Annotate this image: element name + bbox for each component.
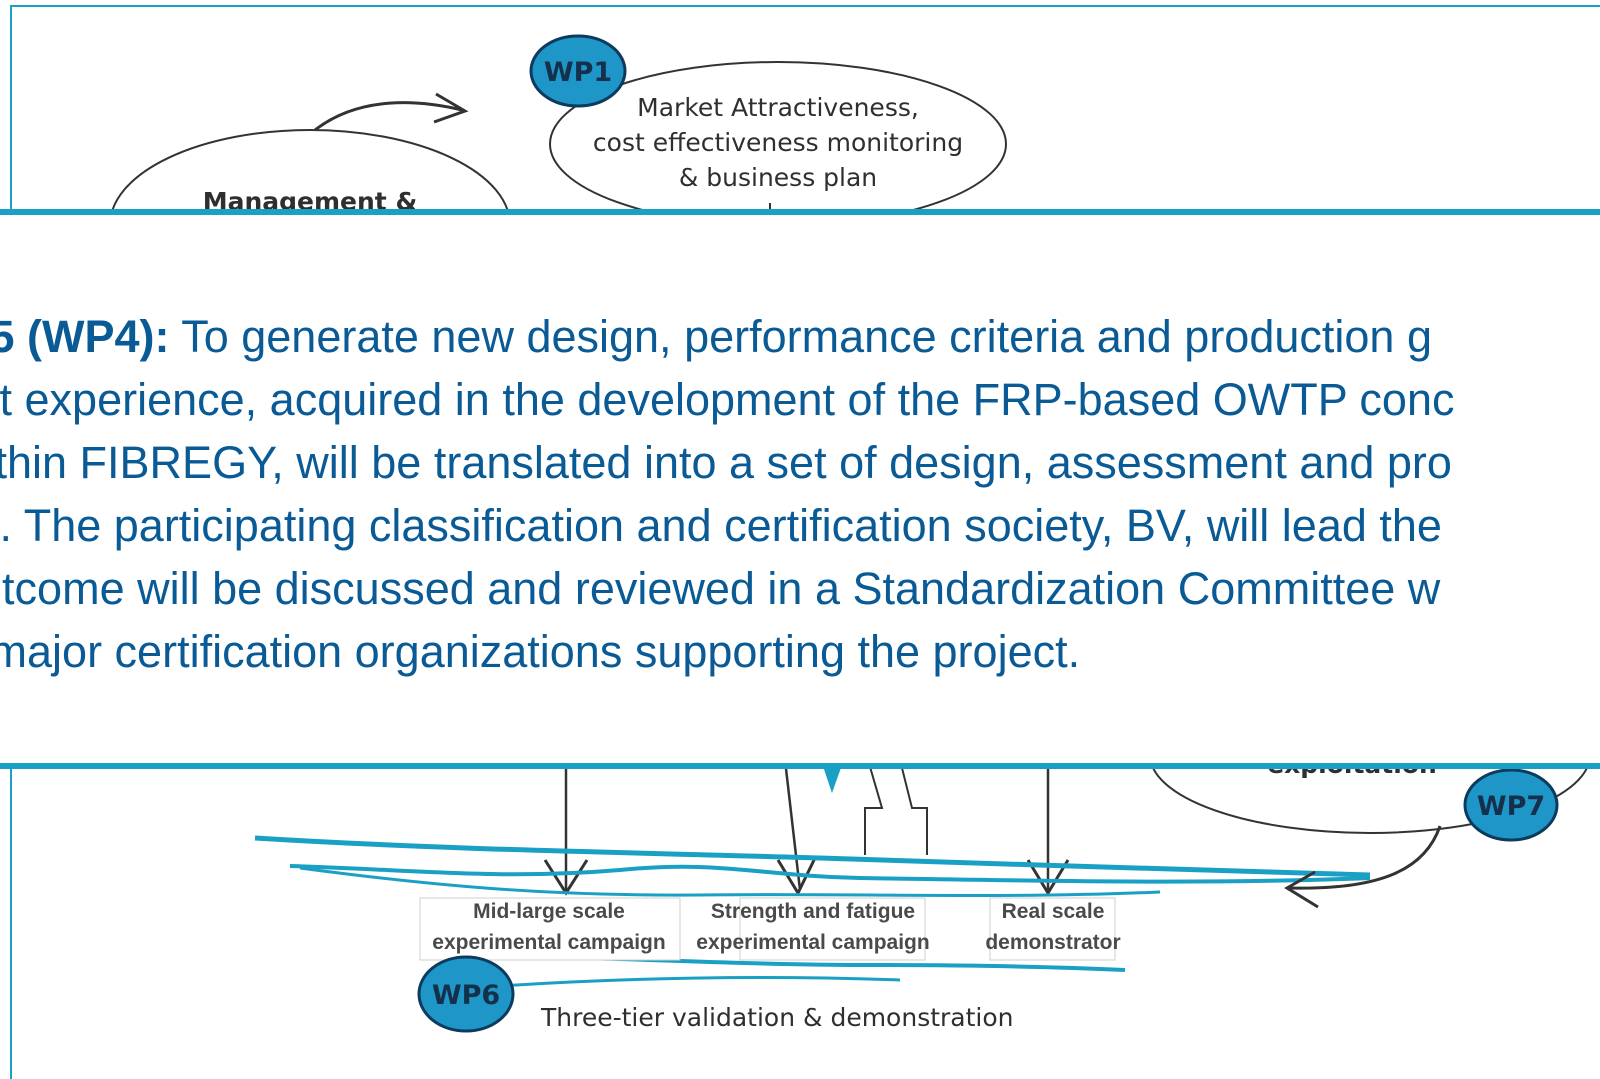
objective-line-2: ect experience, acquired in the developm… xyxy=(0,374,1455,425)
box-strength-fatigue xyxy=(739,897,926,961)
wp1-line-3: & business plan xyxy=(679,163,877,192)
box-strength-fatigue-line-2: experimental campaign xyxy=(696,931,929,954)
wp7-return-arrowhead xyxy=(1284,870,1319,909)
objective-line-6: o major certification organizations supp… xyxy=(0,626,1081,677)
box-real-scale-line-2: demonstrator xyxy=(985,931,1120,954)
turbine-tower-left xyxy=(784,768,802,891)
wp1-badge xyxy=(529,34,627,108)
box-mid-large xyxy=(419,897,681,961)
wp6-badge-label: WP6 xyxy=(432,980,500,1011)
wp1-bubble xyxy=(549,61,1007,210)
box-mid-large-line-2: experimental campaign xyxy=(432,931,665,954)
wave-3 xyxy=(299,866,1161,898)
objective-line-1: e 5 (WP4): To generate new design, perfo… xyxy=(0,305,1600,368)
wave-1 xyxy=(254,835,1371,878)
objective-overlay-panel: e 5 (WP4): To generate new design, perfo… xyxy=(0,209,1600,769)
turbine-leg-right xyxy=(900,768,928,855)
wp1-badge-label: WP1 xyxy=(544,57,612,88)
objective-line-3: within FIBREGY, will be translated into … xyxy=(0,437,1452,488)
management-bubble-label: Management & xyxy=(203,187,418,216)
arrow-to-box2-head xyxy=(776,857,817,897)
wp7-badge xyxy=(1463,768,1559,842)
wave-2 xyxy=(289,864,1371,884)
box-real-scale-line-1: Real scale xyxy=(1002,900,1105,923)
wp6-badge xyxy=(417,955,515,1033)
box-real-scale xyxy=(989,897,1116,961)
box-mid-large-line-1: Mid-large scale xyxy=(473,900,625,923)
management-to-wp1-arrow xyxy=(314,101,463,132)
wp1-line-2: cost effectiveness monitoring xyxy=(593,128,963,157)
objective-line-5: outcome will be discussed and reviewed i… xyxy=(0,563,1441,614)
turbine-blade xyxy=(823,768,841,794)
wp1-line-1: Market Attractiveness, xyxy=(637,93,919,122)
management-bubble xyxy=(111,129,509,210)
management-to-wp1-arrowhead xyxy=(433,92,469,124)
objective-heading: e 5 (WP4): xyxy=(0,311,170,362)
turbine-leg-left xyxy=(864,768,884,855)
exploitation-bubble-label: exploitation xyxy=(1267,750,1437,779)
wp7-badge-label: WP7 xyxy=(1477,791,1545,822)
wave-5 xyxy=(499,976,901,988)
wp7-return-arrow xyxy=(1289,825,1442,890)
arrow-to-box3-head xyxy=(1026,859,1070,896)
objective-text: e 5 (WP4): To generate new design, perfo… xyxy=(0,305,1600,683)
wp6-caption: Three-tier validation & demonstration xyxy=(540,1003,1014,1032)
box-strength-fatigue-line-1: Strength and fatigue xyxy=(711,900,915,923)
objective-line-4: es. The participating classification and… xyxy=(0,500,1442,551)
objective-line-1-text: To generate new design, performance crit… xyxy=(169,311,1432,362)
